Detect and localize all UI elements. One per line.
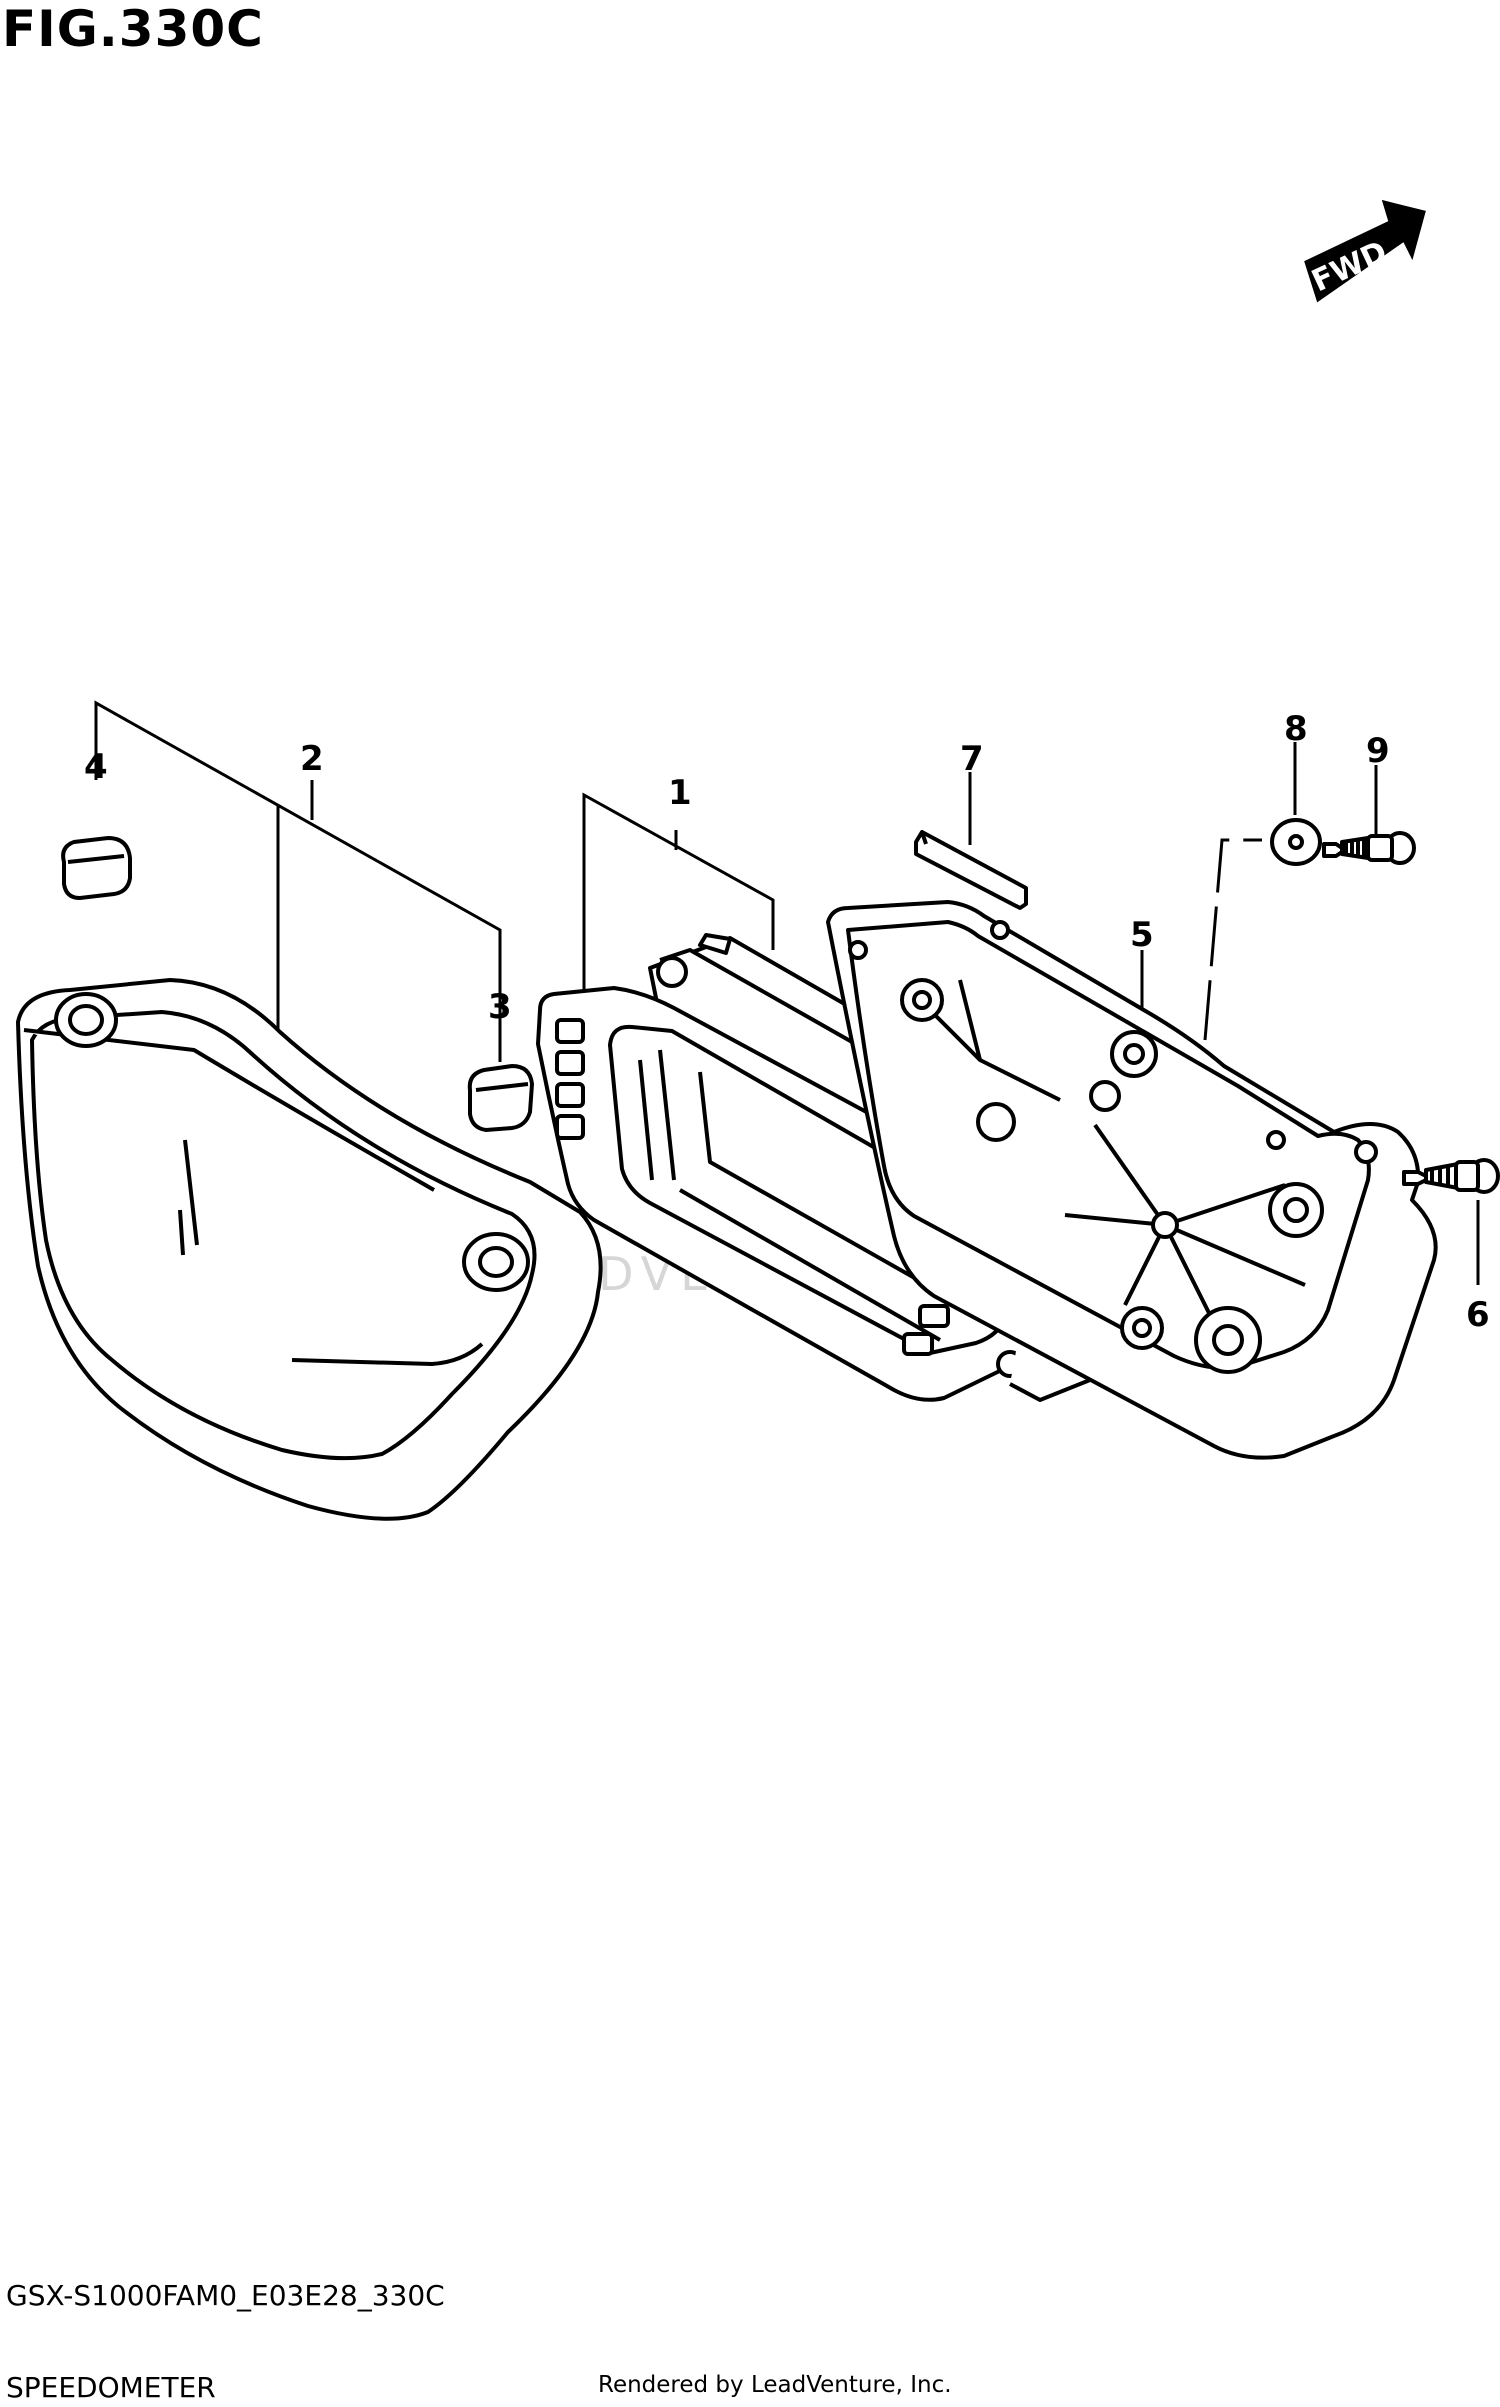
callout-1: 1 [668,773,692,813]
callout-labels: 1 2 3 4 5 6 7 8 9 [84,709,1490,1335]
callout-6: 6 [1466,1295,1490,1335]
model-code: GSX-S1000FAM0_E03E28_330C [6,2279,445,2312]
part-9-screw [1322,831,1416,865]
callout-7: 7 [960,739,984,779]
part-7-strip [914,830,1028,910]
part-4-cap [61,835,132,901]
fwd-arrow: FWD [1304,199,1426,303]
callout-4: 4 [84,747,108,787]
part-8-washer [1270,818,1322,866]
callout-8: 8 [1284,709,1308,749]
part-2-cover [16,978,603,1521]
figure-title: FIG.330C [2,0,264,58]
callout-2: 2 [300,739,324,779]
part-6-screw [1402,1158,1500,1194]
leader-lines [94,700,1480,1285]
callout-3: 3 [488,987,512,1027]
part-5-rear-case [826,900,1438,1460]
render-credit: Rendered by LeadVenture, Inc. [598,2372,952,2398]
section-name: SPEEDOMETER [6,2371,216,2404]
callout-9: 9 [1366,731,1390,771]
callout-5: 5 [1130,915,1154,955]
part-3-cap [467,1063,535,1133]
